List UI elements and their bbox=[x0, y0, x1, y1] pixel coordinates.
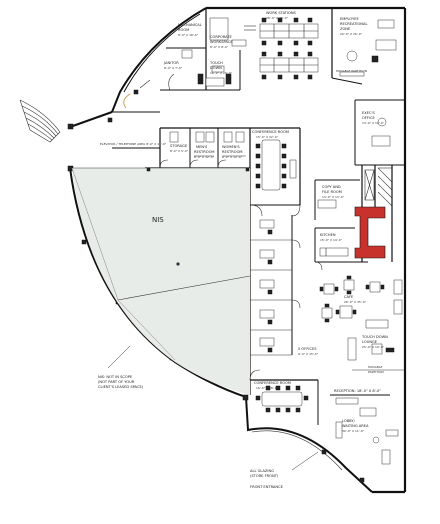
touchdown-top-label-1: TOUCH bbox=[209, 61, 223, 65]
reception-label: RECEPTION: 18'-0" X 8'-0" bbox=[334, 389, 381, 393]
lounge-furniture bbox=[347, 337, 395, 361]
conference-bottom-table bbox=[255, 385, 309, 413]
copy-label-2: FILE ROOM bbox=[322, 190, 342, 194]
cafe-furniture bbox=[319, 275, 403, 329]
lobby-label-1: LOBBY/ bbox=[342, 419, 356, 423]
lobby-label-2: WAITING AREA bbox=[342, 424, 369, 428]
rec-zone-furniture bbox=[339, 19, 397, 147]
mechanical-label-3: 8'-0" X 16'-0" bbox=[178, 33, 199, 37]
exec-label-1: EXEC'S bbox=[362, 111, 376, 115]
storage-label-1: STORAGE bbox=[170, 144, 188, 148]
office-furniture bbox=[259, 219, 275, 353]
lounge-label-2: LOUNGE bbox=[362, 340, 378, 344]
conf-bottom-label-1: CONFERENCE ROOM bbox=[254, 381, 291, 385]
exterior-stairs bbox=[19, 99, 61, 143]
copy-kitchen-furniture bbox=[317, 199, 349, 257]
glazing-note-1: ALL GLAZING bbox=[250, 469, 274, 473]
front-entrance-label: FRONT ENTRANCE bbox=[250, 485, 284, 489]
womens-label-1: WOMEN'S bbox=[222, 145, 240, 149]
copy-label-1: COPY AND bbox=[322, 185, 341, 189]
elevator-label: ELEVATOR / TELEPHONE AREA 8'-0" X 11'-0" bbox=[100, 142, 167, 146]
corporate-label-1: CORPORATE bbox=[210, 35, 233, 39]
reception-furniture bbox=[335, 397, 377, 439]
touchdown-top-label-2: DOWN bbox=[210, 66, 222, 70]
kitchen-accent-wall bbox=[354, 206, 386, 259]
conf-top-label-1: CONFERENCE ROOM bbox=[252, 130, 289, 134]
lounge-label-3: 25'-0" X 19'-0" bbox=[362, 345, 385, 349]
rec-label-2: RECREATIONAL bbox=[340, 22, 367, 26]
column-markers bbox=[67, 89, 365, 483]
rec-label-4: 20'-0" X 26'-0" bbox=[340, 32, 363, 36]
kitchen-label-2: 15'-0" X 14'-0" bbox=[320, 238, 343, 242]
corporate-label-2: WORKSPACE bbox=[210, 40, 233, 44]
workstations-label-2: 26'-0" X 29'-0" bbox=[266, 16, 289, 20]
restroom-fixtures bbox=[169, 131, 246, 157]
cafe-label-2: 26'-0" X 35'-0" bbox=[344, 300, 367, 304]
conf-top-label-2: 15'-0" X 22'-0" bbox=[256, 135, 279, 139]
nis-note-1: NIS: NOT IN SCOPE bbox=[98, 375, 133, 379]
conf-bottom-label-2: 16'-0" X 18'-0" bbox=[256, 386, 279, 390]
kitchen-label-1: KITCHEN bbox=[320, 233, 336, 237]
nis-label: NIS bbox=[152, 216, 164, 224]
nis-note-3: CLIENT'S LEASED SPACE) bbox=[98, 385, 144, 389]
rec-label-3: ZONE bbox=[340, 27, 351, 31]
leaders bbox=[107, 345, 319, 471]
mechanical-label-2: ROOM bbox=[178, 28, 189, 32]
conference-top-table bbox=[255, 139, 297, 191]
glazing-note-2: (STORE FRONT) bbox=[250, 474, 279, 478]
workstations-label-1: WORK STATIONS bbox=[266, 11, 297, 15]
exec-label-2: OFFICE bbox=[362, 116, 376, 120]
touchdown-furniture bbox=[197, 17, 256, 87]
lounge-label-1: TOUCH DOWN bbox=[361, 335, 388, 339]
mens-label-3: 8'-0" X 12'-0" bbox=[194, 155, 215, 159]
core-stair-hatch bbox=[364, 167, 393, 207]
corporate-label-3: 8'-0" X 8'-0" bbox=[210, 45, 229, 49]
mechanical-label-1: MECHANICAL bbox=[178, 23, 202, 27]
partition-top-label: MOVABLE PARTITION bbox=[336, 69, 367, 73]
mens-label-1: MEN'S bbox=[196, 145, 208, 149]
womens-label-3: 9'-0" X 12'-0" bbox=[222, 155, 243, 159]
doors bbox=[159, 159, 323, 381]
mens-label-2: RESTROOM bbox=[194, 150, 215, 154]
partition-mid-label-1: MOVABLE bbox=[368, 365, 383, 369]
partition-mid-label-2: PARTITION bbox=[368, 370, 384, 374]
workstations-furniture bbox=[259, 17, 319, 80]
offices-label-1: 5 OFFICES bbox=[298, 347, 317, 351]
room-labels: MECHANICAL ROOM 8'-0" X 16'-0" JANITOR 8… bbox=[98, 11, 388, 489]
offices-label-2: 9'-0" X 15'-0" bbox=[298, 352, 319, 356]
womens-label-2: RESTROOM bbox=[222, 150, 243, 154]
rec-label-1: EMPLOYEE bbox=[340, 17, 360, 21]
lobby-label-3: 30'-0" X 11'-0" bbox=[342, 429, 365, 433]
exec-label-3: 13'-0" X 19'-0" bbox=[362, 121, 385, 125]
janitor-label-1: JANITOR bbox=[163, 61, 179, 65]
touchdown-top-label-3: 16'-0" X 20'-0" bbox=[210, 71, 233, 75]
cafe-label-1: CAFE bbox=[344, 295, 354, 299]
janitor-fixtures bbox=[123, 49, 193, 109]
janitor-label-2: 8'-0" X 7'-0" bbox=[164, 66, 183, 70]
lobby-furniture bbox=[372, 429, 399, 465]
nis-area bbox=[71, 167, 251, 395]
nis-note-2: (NOT PART OF YOUR bbox=[98, 380, 135, 384]
copy-label-3: 13'-0" X 13'-0" bbox=[322, 195, 345, 199]
storage-label-2: 8'-0" X 5'-0" bbox=[170, 149, 189, 153]
